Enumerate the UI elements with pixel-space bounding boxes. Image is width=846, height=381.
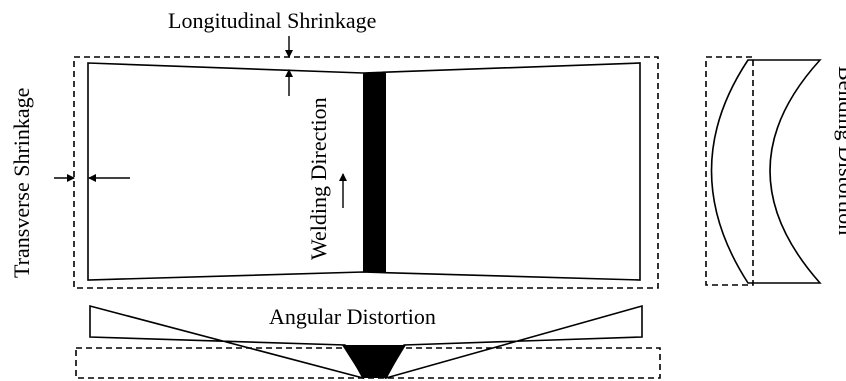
- main-plate-original-outline: [73, 56, 659, 289]
- angular-distortion-label: Angular Distortion: [269, 304, 436, 329]
- bending-distortion-label: Bending Distortion: [834, 66, 846, 235]
- transverse-shrinkage-label: Transverse Shrinkage: [9, 88, 34, 278]
- longitudinal-shrinkage-label: Longitudinal Shrinkage: [168, 8, 376, 33]
- angular-weld-bead: [342, 345, 406, 378]
- weld-bead: [363, 73, 386, 272]
- welding-direction-label: Welding Direction: [306, 97, 331, 260]
- bending-deformed-plate: [710, 59, 822, 284]
- bending-original-outline: [705, 56, 754, 286]
